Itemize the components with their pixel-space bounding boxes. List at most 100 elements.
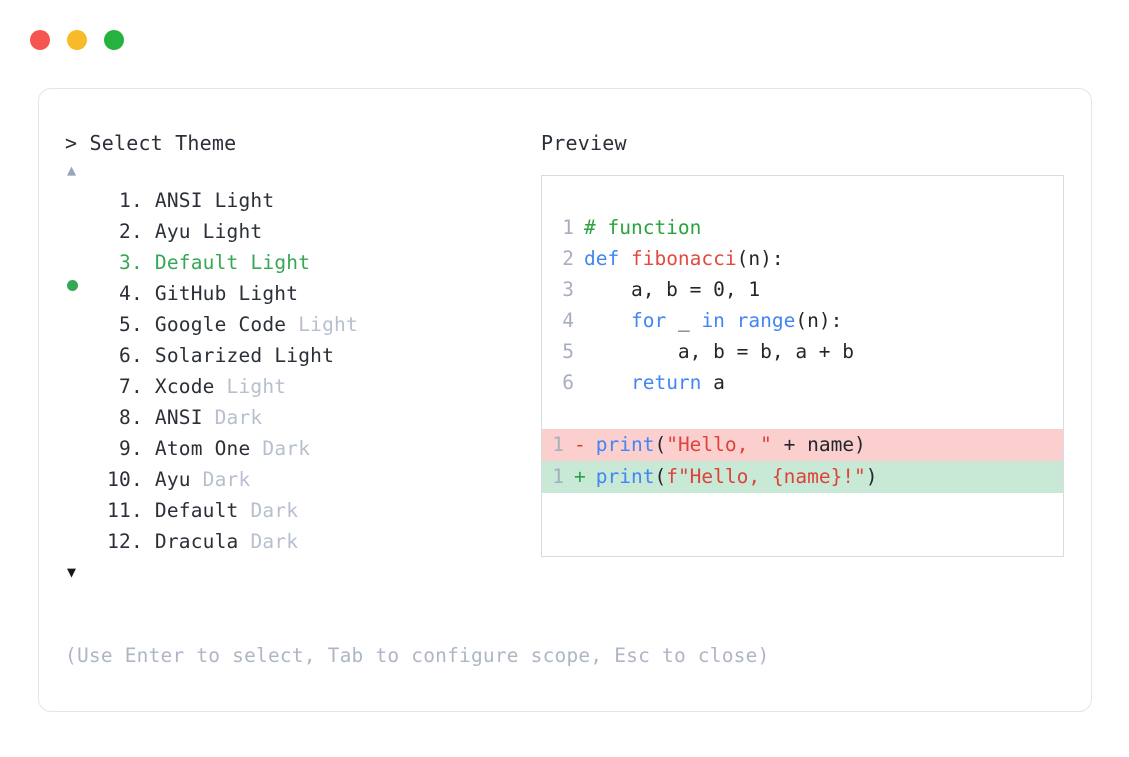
diff-token: print — [595, 433, 655, 456]
code-token: fibonacci — [630, 247, 737, 270]
theme-item-space — [191, 464, 203, 495]
page-title: > Select Theme — [65, 131, 237, 155]
theme-item-name: Google Code — [154, 313, 287, 336]
theme-item-space — [203, 402, 215, 433]
theme-item-index: 5 — [119, 313, 131, 336]
theme-item-variant: Dark — [202, 468, 251, 491]
diff-token: print — [595, 465, 655, 488]
theme-item-space — [238, 247, 250, 278]
theme-item-space — [227, 278, 239, 309]
code-token: for — [630, 309, 667, 332]
theme-item-name: Xcode — [154, 375, 215, 398]
theme-item-index-dot: . — [131, 220, 155, 243]
close-window-button[interactable] — [30, 30, 50, 50]
theme-item-index-dot: . — [131, 437, 155, 460]
maximize-window-button[interactable] — [104, 30, 124, 50]
theme-list-item[interactable]: 2. Ayu Light — [65, 216, 535, 247]
diff-token: "Hello, " — [666, 433, 772, 456]
code-line: 5 a, b = b, a + b — [542, 336, 1063, 367]
theme-list-item[interactable]: 3. Default Light — [65, 247, 535, 291]
diff-line-number: 1 — [552, 433, 564, 456]
theme-item-index: 6 — [119, 344, 131, 367]
theme-item-variant: Light — [274, 344, 335, 367]
theme-item-variant: Dark — [250, 530, 299, 553]
theme-list-item[interactable]: 9. Atom One Dark — [65, 433, 535, 464]
code-token: _ — [666, 309, 702, 332]
theme-list-item[interactable]: 4. GitHub Light — [65, 278, 535, 309]
keyboard-hint: (Use Enter to select, Tab to configure s… — [65, 644, 770, 667]
theme-list-item[interactable]: 5. Google Code Light — [65, 309, 535, 340]
theme-list-item[interactable]: 1. ANSI Light — [65, 185, 535, 216]
minimize-window-button[interactable] — [67, 30, 87, 50]
diff-token: ( — [654, 465, 667, 488]
theme-item-index-dot: . — [131, 189, 155, 212]
selected-bullet-icon — [67, 280, 78, 291]
theme-item-name: Dracula — [154, 530, 239, 553]
scroll-up-icon[interactable]: ▲ — [67, 161, 77, 179]
code-token: a — [701, 371, 725, 394]
code-line-number: 6 — [562, 371, 574, 394]
theme-item-index: 2 — [119, 220, 131, 243]
diff-token: ) — [865, 465, 878, 488]
theme-item-index: 4 — [119, 282, 131, 305]
code-token: (n): — [795, 309, 843, 332]
theme-item-variant: Light — [226, 375, 287, 398]
theme-list-item[interactable]: 8. ANSI Dark — [65, 402, 535, 433]
theme-item-index: 1 — [119, 189, 131, 212]
theme-item-space — [250, 433, 262, 464]
theme-item-index: 3 — [119, 251, 131, 274]
theme-item-index: 9 — [119, 437, 131, 460]
theme-list-item[interactable]: 7. Xcode Light — [65, 371, 535, 402]
theme-item-variant: Dark — [214, 406, 263, 429]
theme-item-space — [262, 340, 274, 371]
theme-list-item[interactable]: 6. Solarized Light — [65, 340, 535, 371]
theme-item-index: 8 — [119, 406, 131, 429]
code-token — [584, 367, 631, 398]
theme-item-space — [286, 309, 298, 340]
theme-item-variant: Dark — [262, 437, 311, 460]
theme-item-name: Ayu — [154, 220, 191, 243]
code-line-number: 3 — [562, 278, 574, 301]
window-titlebar — [30, 30, 124, 50]
theme-item-index: 10 — [107, 468, 131, 491]
theme-list-item[interactable]: 12. Dracula Dark — [65, 526, 535, 557]
theme-item-index-dot: . — [131, 251, 155, 274]
preview-title: Preview — [541, 131, 627, 155]
theme-item-name: Atom One — [154, 437, 251, 460]
code-token: return — [630, 371, 702, 394]
theme-item-name: Solarized — [154, 344, 263, 367]
code-line: 6 return a — [542, 367, 1063, 398]
code-token: a, b = 0, 1 — [584, 278, 761, 301]
code-token: range — [736, 309, 796, 332]
code-line: 4 for _ in range(n): — [542, 305, 1063, 336]
scroll-down-icon[interactable]: ▼ — [67, 563, 77, 581]
diff-line-number: 1 — [552, 465, 564, 488]
theme-list-item[interactable]: 11. Default Dark — [65, 495, 535, 526]
theme-item-variant: Light — [298, 313, 358, 336]
theme-item-space — [215, 371, 227, 402]
code-spacer — [542, 398, 1063, 429]
theme-item-index: 7 — [119, 375, 131, 398]
theme-item-space — [238, 495, 250, 526]
theme-item-index-dot: . — [131, 530, 155, 553]
theme-item-name: Default — [154, 251, 239, 274]
diff-token: ( — [654, 433, 667, 456]
theme-item-name: Default — [154, 499, 239, 522]
theme-item-index-dot: . — [131, 406, 155, 429]
theme-item-index-dot: . — [131, 375, 155, 398]
code-token — [584, 305, 631, 336]
theme-item-index-dot: . — [131, 499, 155, 522]
diff-minus-marker: - — [574, 433, 586, 456]
theme-list-item[interactable]: 10. Ayu Dark — [65, 464, 535, 495]
theme-item-variant: Light — [250, 251, 311, 274]
theme-item-name: ANSI — [154, 406, 203, 429]
diff-token: + name) — [771, 433, 866, 456]
code-line-number: 2 — [562, 247, 574, 270]
theme-item-index-dot: . — [131, 468, 155, 491]
code-token: a, b = b, a + b — [584, 340, 855, 363]
